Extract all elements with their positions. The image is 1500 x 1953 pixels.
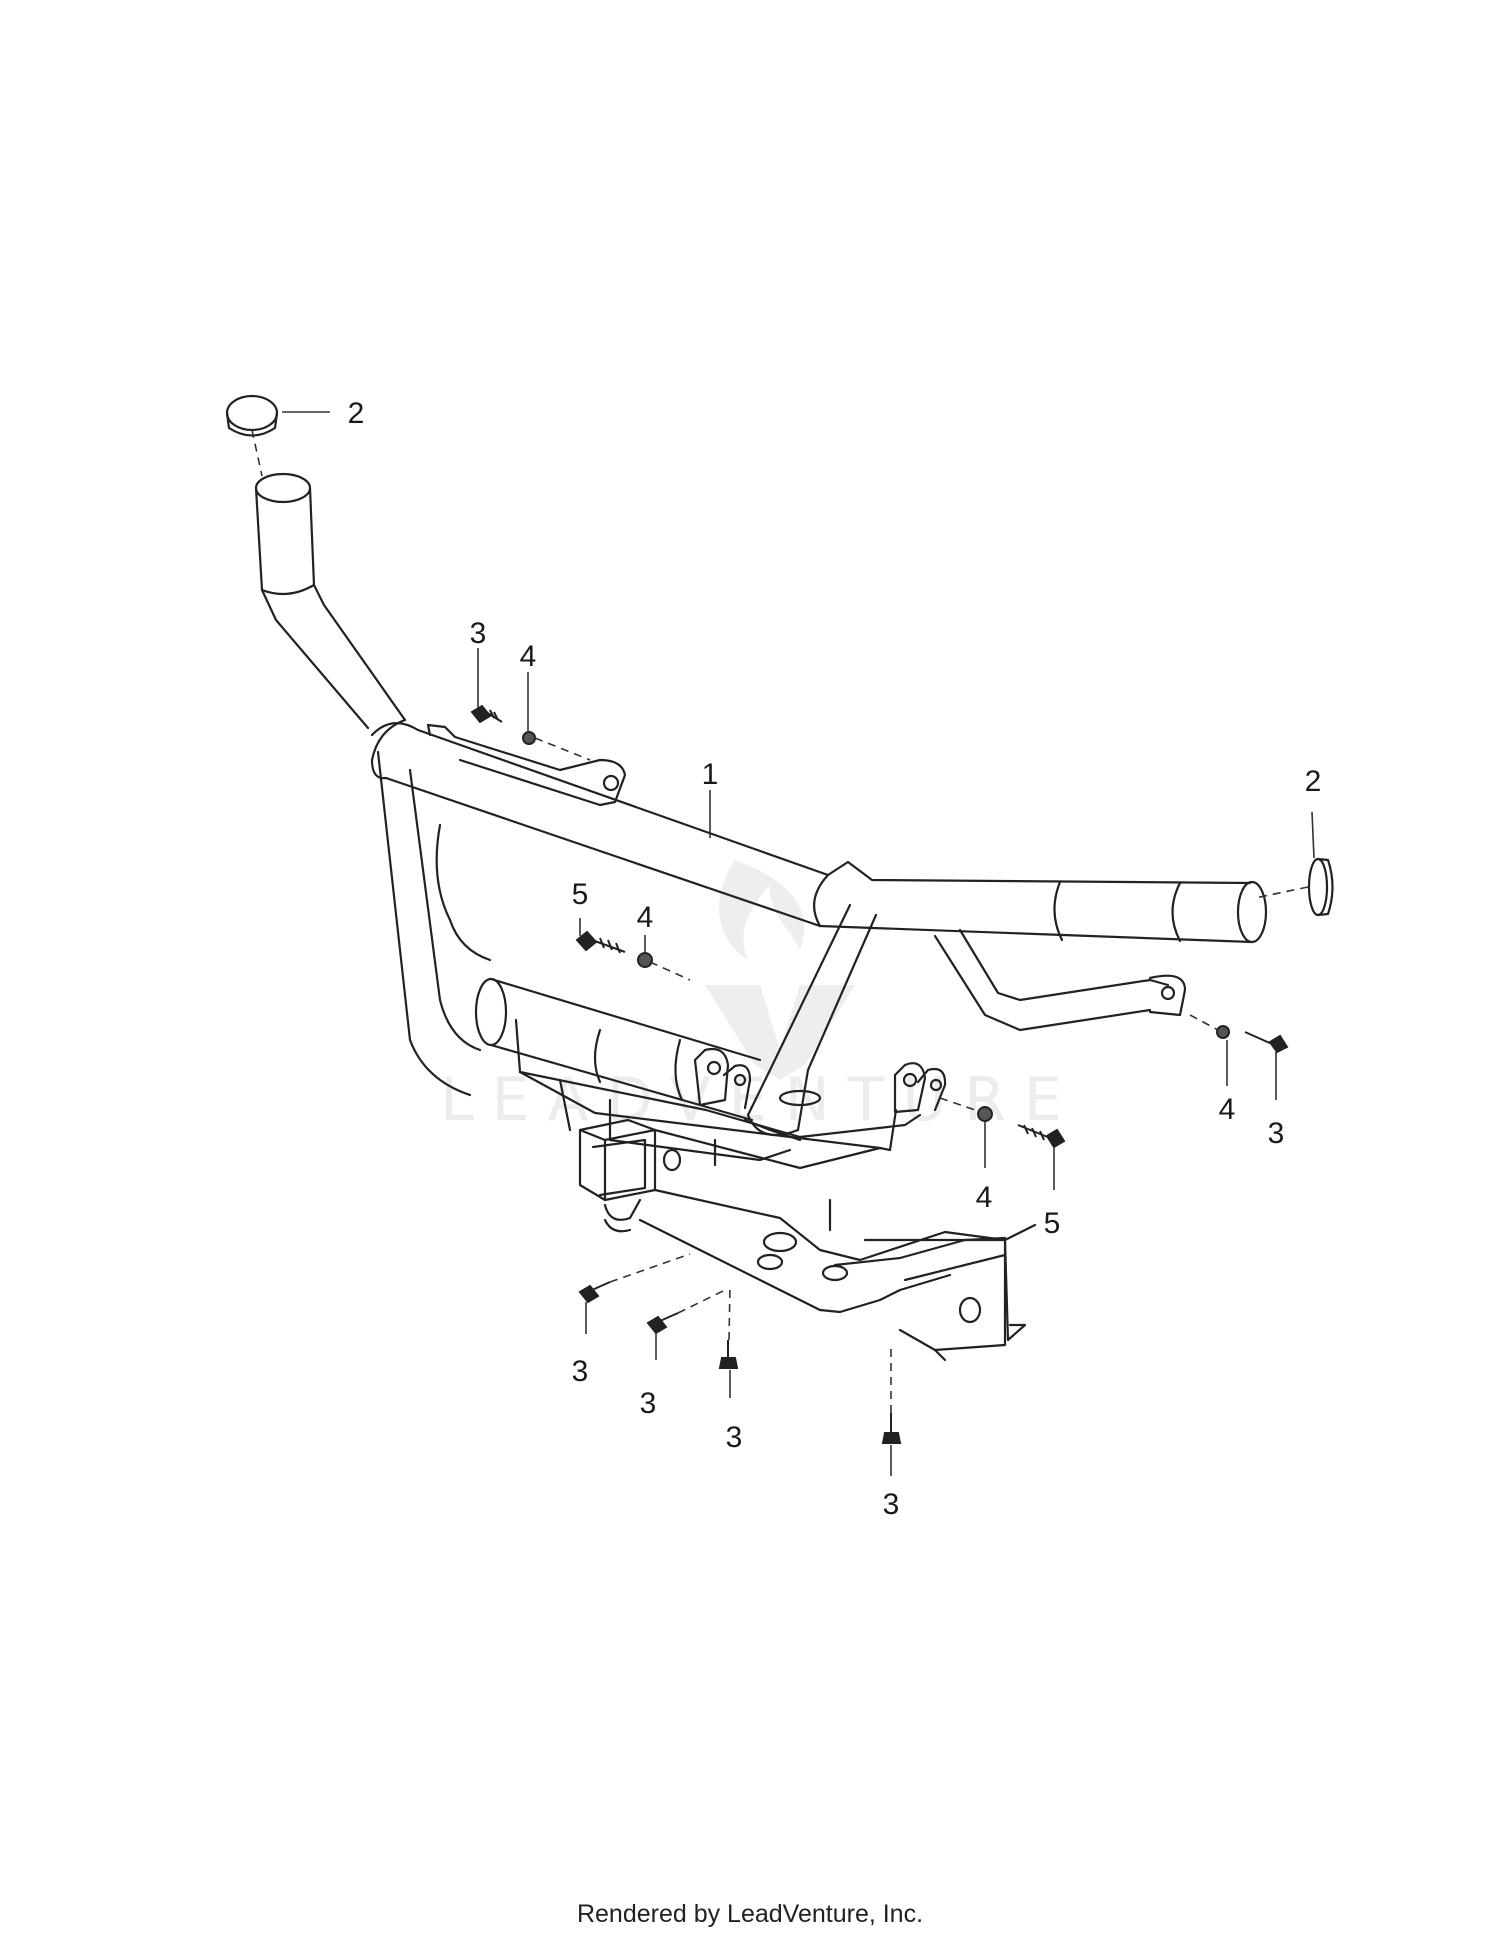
flange-bolt-5-center bbox=[575, 930, 626, 954]
flange-nut-4-top bbox=[522, 731, 536, 745]
bumper-frame bbox=[254, 472, 1268, 1137]
flange-bolt-3-bottom-c bbox=[718, 1340, 739, 1369]
callout-part-4-right: 4 bbox=[1218, 1093, 1236, 1126]
hitch-plate bbox=[514, 1018, 1037, 1362]
callout-part-2-left: 2 bbox=[347, 397, 365, 430]
render-credit: Rendered by LeadVenture, Inc. bbox=[576, 1900, 924, 1928]
watermark-logo bbox=[705, 860, 855, 1080]
callout-part-4-lower: 4 bbox=[975, 1181, 993, 1214]
callout-part-5-lower: 5 bbox=[1043, 1207, 1061, 1240]
callout-part-1: 1 bbox=[701, 758, 719, 791]
flange-bolt-5-lower bbox=[1017, 1124, 1066, 1149]
callout-part-3-top: 3 bbox=[469, 617, 487, 650]
callout-part-3-right: 3 bbox=[1267, 1117, 1285, 1150]
flange-nut-4-right bbox=[1216, 1025, 1230, 1039]
flange-bolt-3-right bbox=[1244, 1031, 1289, 1054]
callout-part-4-center: 4 bbox=[636, 901, 654, 934]
callout-part-3-bottom-d: 3 bbox=[882, 1488, 900, 1521]
flange-bolt-3-bottom-d bbox=[881, 1413, 902, 1444]
leader-lines bbox=[251, 411, 1315, 1476]
callout-part-2-right: 2 bbox=[1304, 765, 1322, 798]
callout-part-5-center: 5 bbox=[571, 878, 589, 911]
flange-nut-4-center bbox=[637, 952, 653, 968]
callout-part-4-top: 4 bbox=[519, 640, 537, 673]
end-cap-left bbox=[225, 394, 279, 437]
callout-part-3-bottom-c: 3 bbox=[725, 1421, 743, 1454]
end-cap-right bbox=[1307, 857, 1334, 917]
callout-part-3-bottom-b: 3 bbox=[639, 1387, 657, 1420]
flange-bolt-3-top bbox=[470, 704, 503, 724]
flange-bolt-3-bottom-a bbox=[578, 1281, 611, 1304]
flange-nut-4-lower bbox=[977, 1106, 993, 1122]
flange-bolt-3-bottom-b bbox=[646, 1312, 679, 1335]
callout-part-3-bottom-a: 3 bbox=[571, 1355, 589, 1388]
